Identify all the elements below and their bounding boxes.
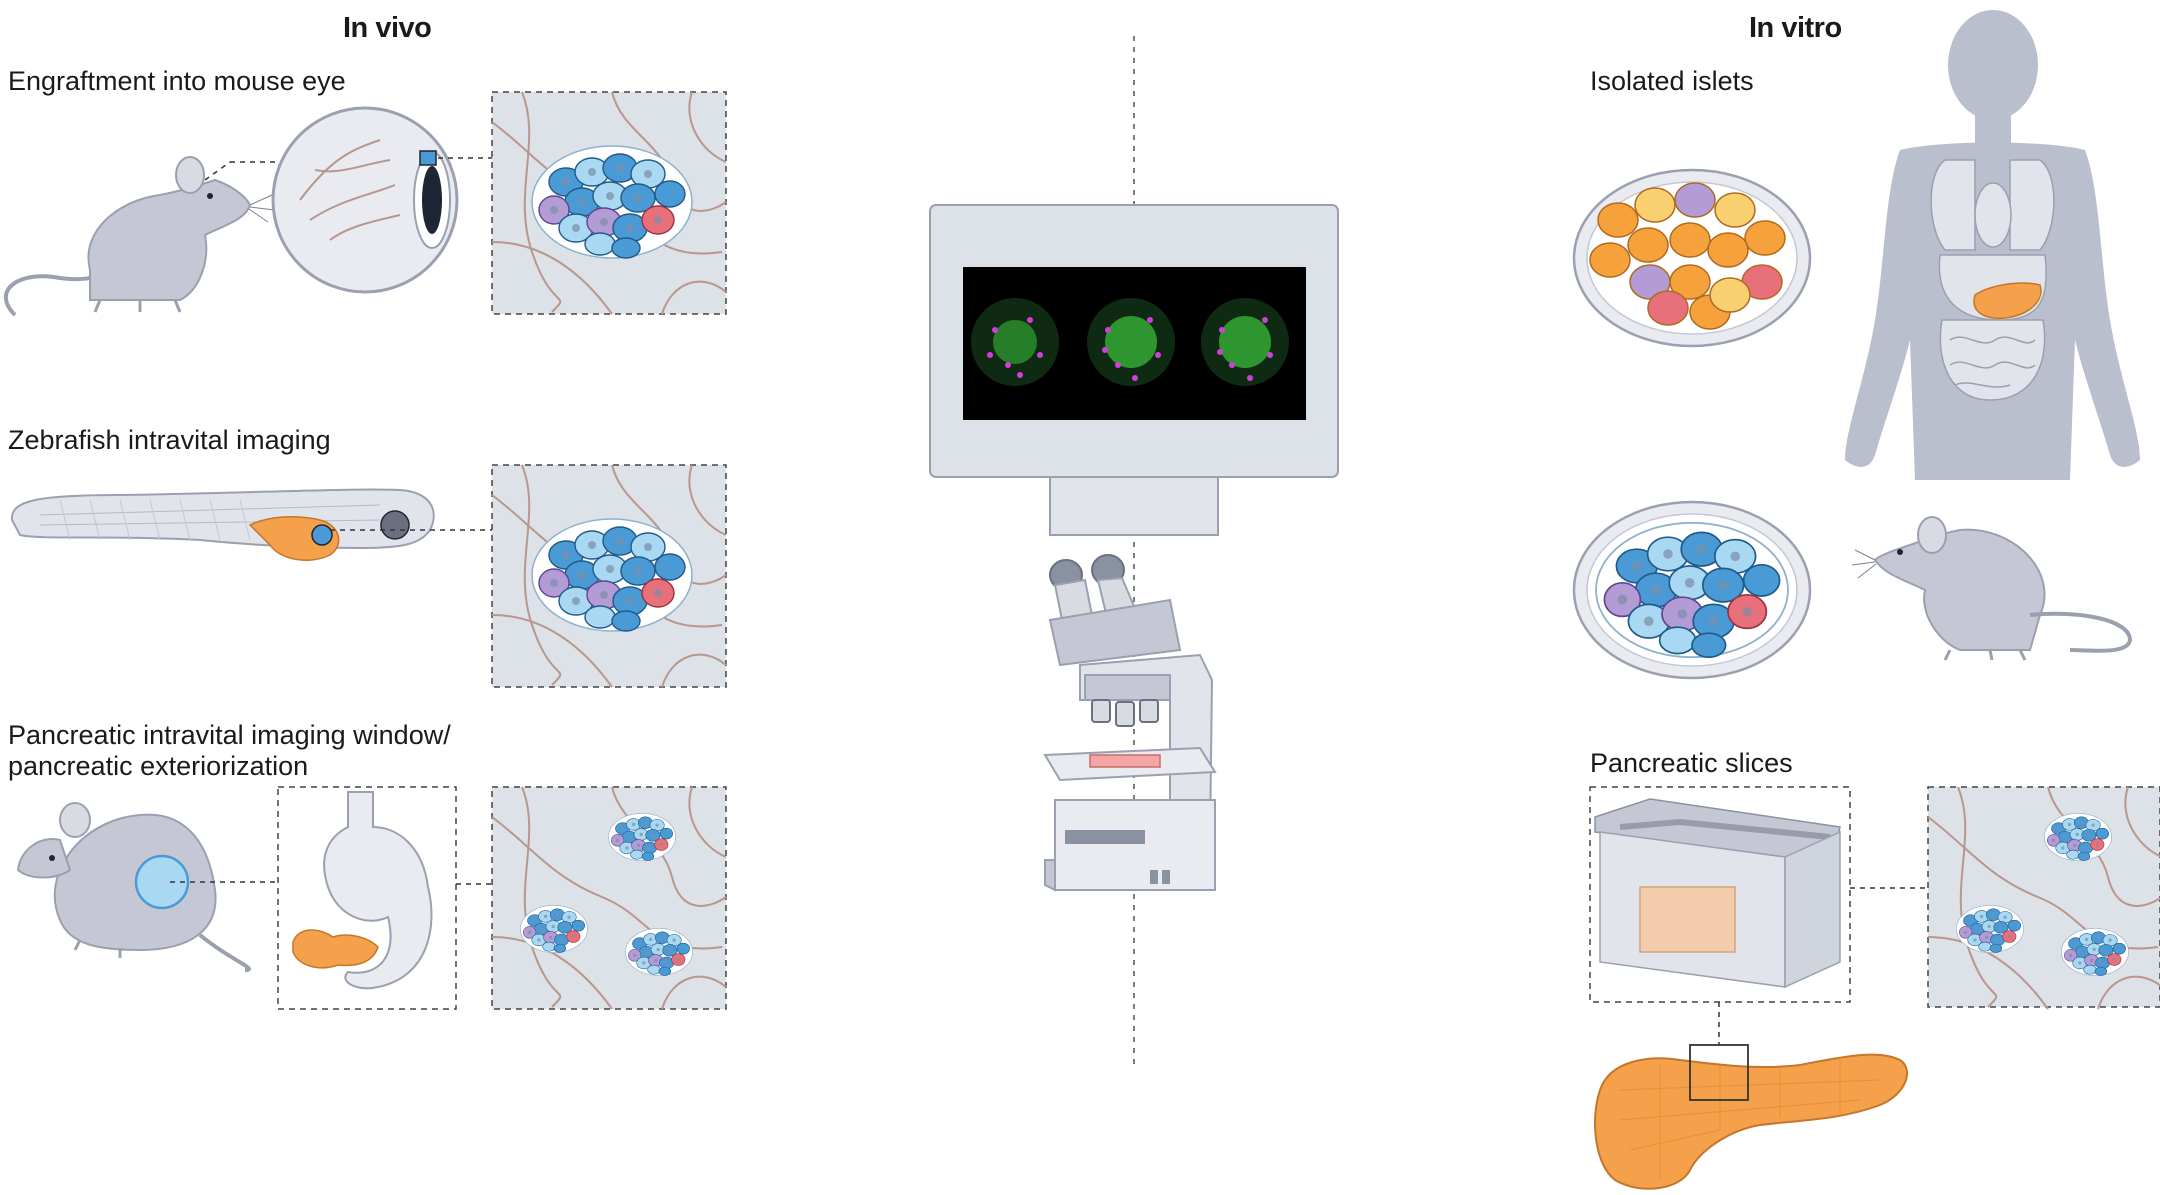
mouse-islet-dish xyxy=(1572,500,1812,680)
stomach-panel xyxy=(277,786,457,1010)
monitor xyxy=(929,204,1339,536)
mouse-illustration-right xyxy=(1851,516,2133,661)
human-islet-dish xyxy=(1572,168,1812,348)
islet-panel-pancreatic-window xyxy=(491,786,727,1010)
caption-zebrafish: Zebrafish intravital imaging xyxy=(8,425,331,455)
microscope xyxy=(1043,554,1217,892)
eye-globe xyxy=(271,106,459,294)
pancreas-organ xyxy=(1594,1044,1909,1190)
tissue-slice-panel xyxy=(1589,786,1851,1003)
zebrafish-illustration xyxy=(10,488,435,561)
human-silhouette xyxy=(1845,10,2140,480)
caption-mouse-eye: Engraftment into mouse eye xyxy=(8,66,346,96)
caption-isolated-islets: Isolated islets xyxy=(1590,66,1754,96)
caption-pancreatic-window-line2: pancreatic exteriorization xyxy=(8,751,309,781)
mouse-illustration-1 xyxy=(3,156,275,317)
heading-in-vitro: In vitro xyxy=(1749,12,1842,44)
caption-pancreatic-window-line1: Pancreatic intravital imaging window/ xyxy=(8,720,451,750)
islet-panel-slice xyxy=(1927,786,2160,1010)
mouse-illustration-3 xyxy=(16,802,251,972)
heading-in-vivo: In vivo xyxy=(343,12,432,44)
islet-panel-eye xyxy=(491,91,727,315)
islet-panel-zebrafish xyxy=(491,464,727,688)
caption-pancreatic-slices: Pancreatic slices xyxy=(1590,748,1793,778)
